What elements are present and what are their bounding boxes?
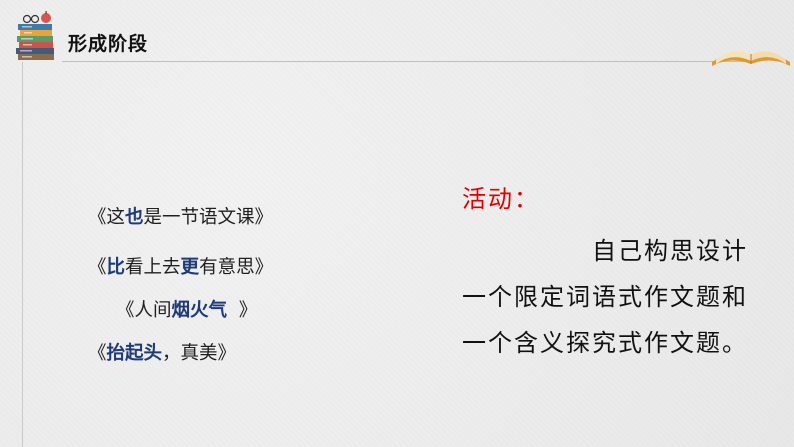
activity-label: 活动： <box>462 185 540 213</box>
essay-title-2: 《比看上去更有意思》 <box>88 257 274 278</box>
open-book-icon <box>712 51 790 66</box>
left-border-line <box>22 62 23 447</box>
essay-title-4: 《抬起头，真美》 <box>88 343 237 364</box>
page-title: 形成阶段 <box>68 33 149 55</box>
essay-title-3: 《人间烟火气 》 <box>116 300 258 321</box>
essay-title-1: 《这也是一节语文课》 <box>88 207 274 228</box>
books-stack-icon <box>16 11 54 60</box>
header-divider <box>62 61 747 62</box>
activity-description: 自己构思设计一个限定词语式作文题和一个含义探究式作文题。 <box>462 237 748 357</box>
slide-header: 形成阶段 <box>0 0 794 70</box>
